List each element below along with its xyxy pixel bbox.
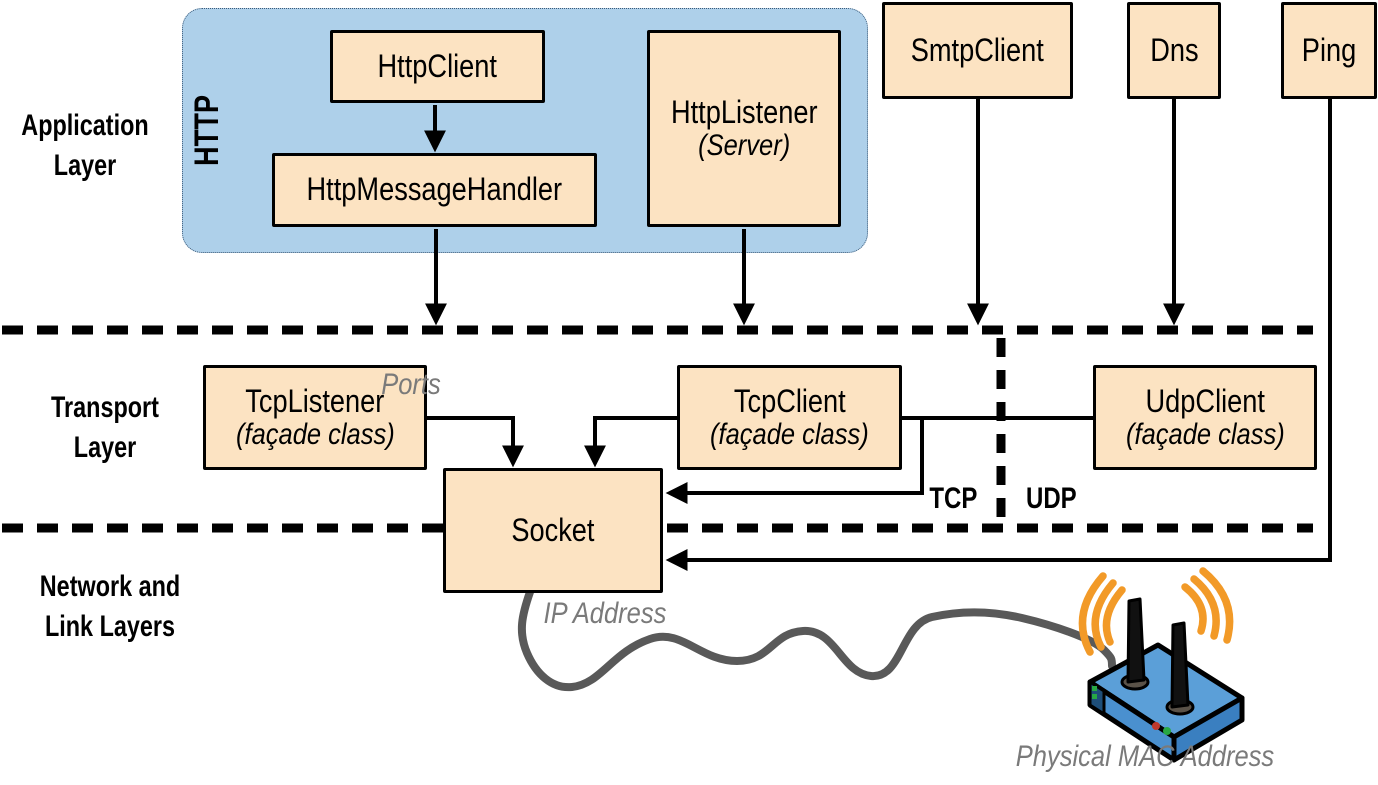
connector-tcplistener-to-socket: [427, 416, 524, 468]
http-client-box: HttpClient: [330, 30, 545, 103]
socket-box: Socket: [443, 468, 663, 593]
dns-box: Dns: [1127, 2, 1221, 99]
ping-label: Ping: [1301, 31, 1357, 68]
tcp-listener-box: TcpListener (façade class): [203, 365, 427, 470]
udp-label: UDP: [1026, 482, 1077, 515]
http-listener-sublabel: (Server): [697, 128, 791, 162]
tcp-listener-label: TcpListener: [245, 382, 385, 419]
tcp-client-label: TcpClient: [733, 382, 846, 419]
http-listener-box: HttpListener (Server): [647, 30, 841, 227]
ip-cable: [517, 588, 1116, 692]
router-antenna-left: [1126, 597, 1146, 684]
http-listener-label: HttpListener: [670, 93, 818, 130]
connector-tcpclient-to-socket: [584, 416, 677, 468]
router-port-lights: [1092, 686, 1097, 699]
application-layer-label: Application Layer: [21, 109, 149, 182]
network-link-layers-label: Network and Link Layers: [39, 570, 181, 643]
tcp-client-box: TcpClient (façade class): [677, 365, 902, 470]
wifi-signal-left-icon: [1078, 572, 1126, 656]
udp-client-label: UdpClient: [1145, 382, 1265, 419]
wifi-signal-right-icon: [1181, 567, 1234, 644]
ports-label: Ports: [381, 368, 441, 401]
router-icon: [1087, 597, 1245, 763]
http-message-handler-box: HttpMessageHandler: [272, 153, 597, 227]
smtp-client-label: SmtpClient: [910, 31, 1045, 68]
router-side-face: [1171, 695, 1245, 763]
udp-client-sublabel: (façade class): [1125, 417, 1285, 451]
connector-tcp-to-socket: [665, 418, 924, 504]
physical-mac-address-label: Physical MAC Address: [1015, 740, 1275, 773]
dns-label: Dns: [1149, 31, 1199, 68]
connector-ping-to-socket: [665, 99, 1332, 571]
tcp-listener-sublabel: (façade class): [235, 417, 395, 451]
tcp-label: TCP: [929, 482, 978, 515]
ip-address-label: IP Address: [543, 597, 667, 630]
transport-layer-label: Transport Layer: [51, 391, 159, 464]
router-led-red: [1152, 722, 1160, 730]
http-client-label: HttpClient: [377, 47, 498, 84]
ping-box: Ping: [1281, 2, 1377, 99]
tcp-client-sublabel: (façade class): [710, 417, 869, 451]
udp-client-box: UdpClient (façade class): [1093, 365, 1317, 470]
socket-label: Socket: [511, 511, 595, 548]
router-antenna-right: [1170, 621, 1190, 709]
router-led-green: [1163, 727, 1171, 735]
smtp-client-box: SmtpClient: [882, 2, 1073, 99]
http-message-handler-label: HttpMessageHandler: [306, 171, 563, 208]
